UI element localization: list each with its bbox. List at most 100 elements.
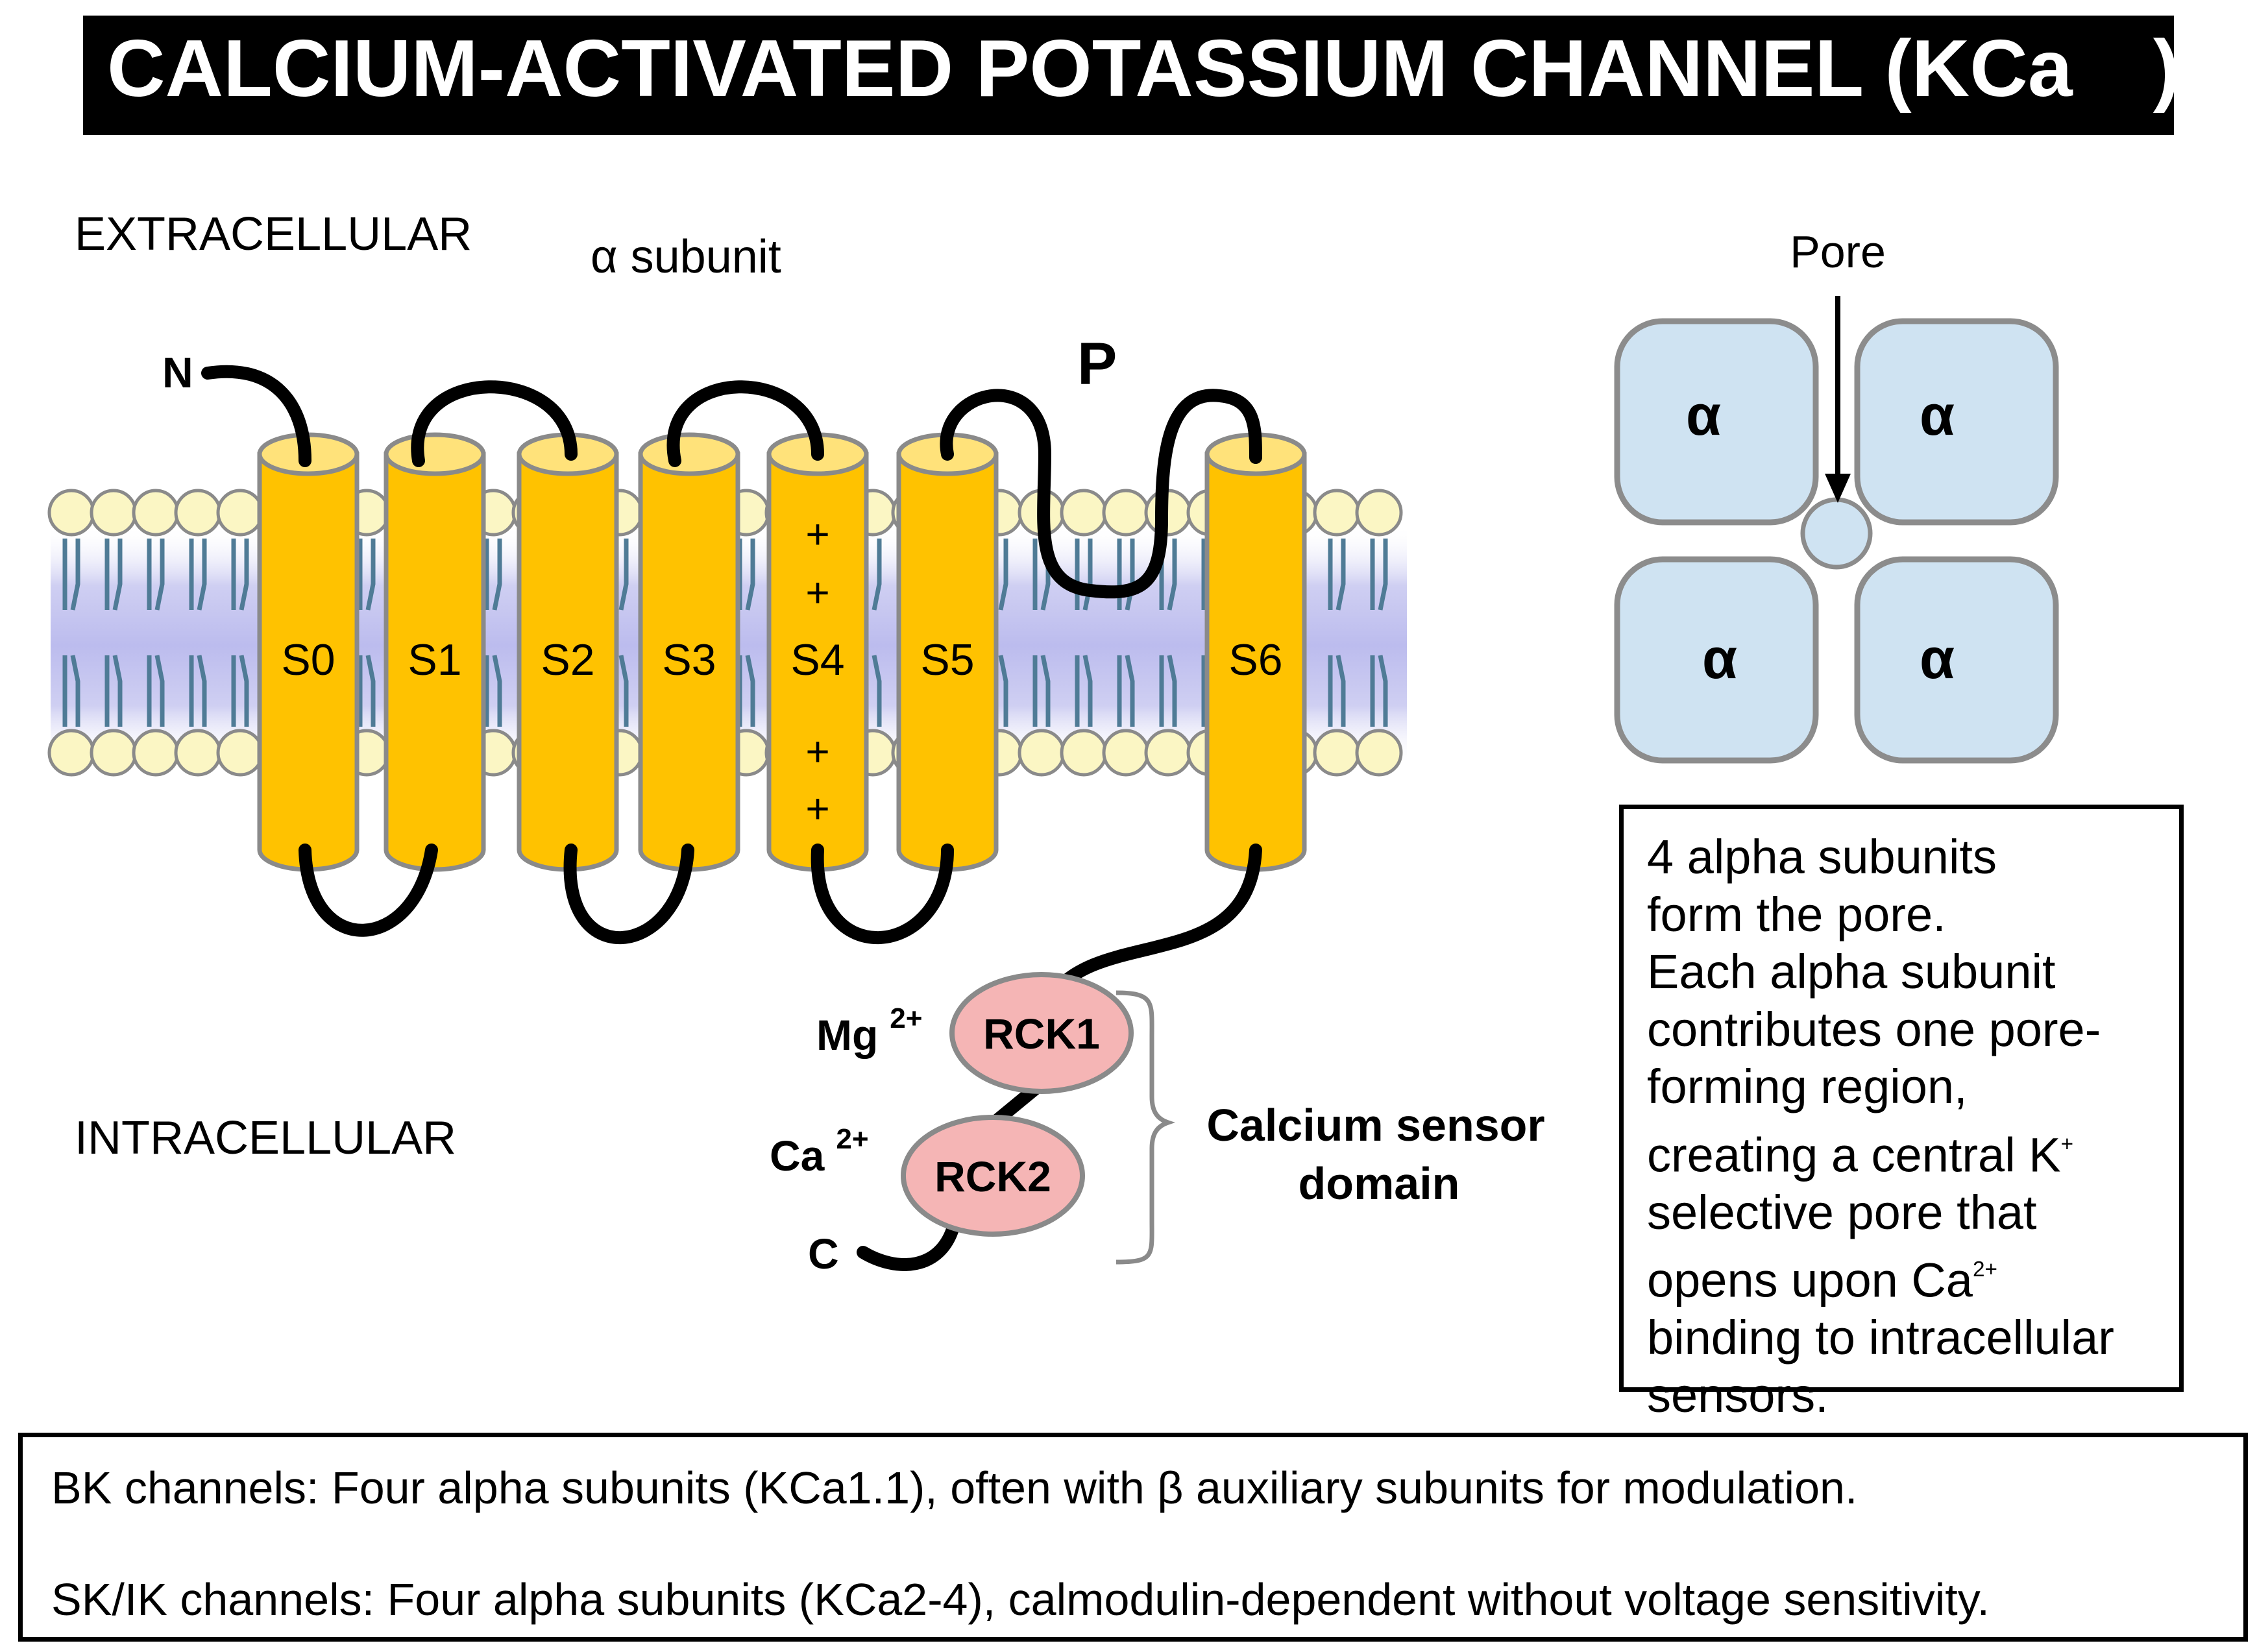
- lipid-tail-lower: [1159, 655, 1177, 727]
- rck2-label: RCK2: [934, 1152, 1051, 1200]
- calcium-sensor-label-line2: domain: [1299, 1158, 1460, 1209]
- lipid-head-lower: [47, 729, 95, 777]
- lipid-tail-lower: [1117, 655, 1135, 727]
- info-line-4: contributes one pore-: [1647, 1002, 2101, 1056]
- lipid-pair: [1313, 489, 1361, 777]
- loop-s3-s4-extracellular: [666, 380, 824, 467]
- lipid-head-upper: [1102, 489, 1150, 537]
- s4-charge: +: [805, 785, 829, 832]
- helix-s6: S6: [1204, 432, 1307, 872]
- mg-ion-charge: 2+: [890, 1002, 922, 1034]
- rck2-domain: RCK2: [901, 1115, 1085, 1237]
- lipid-pair: [1102, 489, 1150, 777]
- alpha-label-bottom-left: α: [1702, 626, 1737, 690]
- info-line-6-text: creating a central K: [1647, 1128, 2061, 1182]
- n-terminus-label: N: [162, 348, 193, 396]
- lipid-head-lower: [1102, 729, 1150, 777]
- lipid-pair: [1355, 489, 1403, 777]
- s4-charge: +: [805, 728, 829, 775]
- lipid-tail-lower: [189, 655, 207, 727]
- helix-s3: S3: [638, 432, 740, 872]
- helix-s2: S2: [517, 432, 619, 872]
- loop-s0-s1-intracellular: [299, 844, 438, 937]
- info-line-5: forming region,: [1647, 1060, 1968, 1113]
- lipid-tail-lower: [1370, 655, 1388, 727]
- lipid-head-lower: [1060, 729, 1108, 777]
- lipid-tail-lower: [104, 655, 123, 727]
- sk-ik-channels-text: SK/IK channels: Four alpha subunits (KCa…: [51, 1574, 1990, 1625]
- calcium-sensor-label-line1: Calcium sensor: [1206, 1100, 1544, 1150]
- mg-ion-symbol: Mg: [816, 1011, 878, 1059]
- lipid-head-upper: [216, 489, 264, 537]
- loop-s2-s3-intracellular: [563, 844, 694, 944]
- p-loop: [940, 389, 1262, 599]
- helix-label: S2: [541, 635, 594, 685]
- ca-superscript: 2+: [1972, 1257, 1997, 1282]
- helix-s5: S5: [896, 432, 999, 872]
- s4-charge: +: [805, 569, 829, 616]
- helix-label: S1: [408, 635, 461, 685]
- loop-s1-s2-extracellular: [411, 380, 578, 467]
- info-line-10: sensors.: [1647, 1368, 1829, 1422]
- calcium-sensor-brace: [1116, 990, 1176, 1265]
- rck1-label: RCK1: [983, 1010, 1100, 1058]
- s6-to-rck1-linker: [1048, 844, 1262, 999]
- mg-ion-label: Mg 2+: [816, 1002, 922, 1059]
- ca-ion-charge: 2+: [836, 1123, 868, 1155]
- lipid-head-lower: [132, 729, 180, 777]
- lipid-pair: [90, 489, 138, 777]
- helix-label: S4: [790, 635, 844, 685]
- alpha-subunit-bottom-right: [1854, 556, 2059, 764]
- info-line-9: binding to intracellular: [1647, 1311, 2114, 1365]
- k-superscript: +: [2060, 1132, 2074, 1156]
- lipid-tail-upper: [147, 539, 165, 611]
- title-bar: [83, 16, 2174, 135]
- info-line-8: opens upon Ca2+: [1647, 1241, 2164, 1309]
- lipid-head-lower: [174, 729, 222, 777]
- alpha-subunit-label: α subunit: [591, 231, 781, 283]
- helix-body: [384, 452, 486, 872]
- rck1-domain: RCK1: [949, 972, 1134, 1094]
- lipid-tail-lower: [358, 655, 376, 727]
- lipid-tail-upper: [62, 539, 80, 611]
- lipid-head-upper: [174, 489, 222, 537]
- helix-label: S5: [920, 635, 974, 685]
- alpha-label-top-left: α: [1686, 383, 1721, 447]
- lipid-tail-lower: [231, 655, 249, 727]
- lipid-head-lower: [1313, 729, 1361, 777]
- lipid-pair: [174, 489, 222, 777]
- alpha-subunit-top-right: [1854, 318, 2059, 526]
- c-terminus-loop: [857, 1219, 960, 1271]
- lipid-head-upper: [1060, 489, 1108, 537]
- helix-top-cap: [384, 432, 486, 476]
- info-box: 4 alpha subunits form the pore. Each alp…: [1619, 805, 2184, 1422]
- helix-top-cap: [638, 432, 740, 476]
- lipid-head-upper: [132, 489, 180, 537]
- lipid-head-upper: [1313, 489, 1361, 537]
- lipid-tail-upper: [189, 539, 207, 611]
- alpha-label-top-right: α: [1920, 383, 1955, 447]
- alpha-tetramer: Pore α α α α: [1614, 226, 2059, 764]
- extracellular-label: EXTRACELLULAR: [75, 208, 472, 260]
- lipid-head-lower: [1355, 729, 1403, 777]
- alpha-subunit-bottom-left: [1614, 556, 1819, 764]
- p-loop-label: P: [1077, 331, 1117, 397]
- lipid-tail-lower: [1075, 655, 1093, 727]
- lipid-pair: [47, 489, 95, 777]
- channel-types-box: BK channels: Four alpha subunits (KCa1.1…: [18, 1433, 2248, 1642]
- helix-label: S0: [281, 635, 335, 685]
- bk-channels-text: BK channels: Four alpha subunits (KCa1.1…: [51, 1463, 1858, 1513]
- info-line-2: form the pore.: [1647, 887, 1946, 941]
- helix-s0: S0: [257, 432, 360, 872]
- intracellular-label: INTRACELLULAR: [75, 1112, 456, 1164]
- info-line-6: creating a central K+: [1647, 1116, 2164, 1184]
- info-line-8-text: opens upon Ca: [1647, 1253, 1973, 1307]
- helix-label: S6: [1228, 635, 1282, 685]
- lipid-head-lower: [1018, 729, 1066, 777]
- lipid-head-lower: [216, 729, 264, 777]
- lipid-tail-upper: [231, 539, 249, 611]
- c-terminus-label: C: [808, 1230, 839, 1278]
- helix-s1: S1: [384, 432, 486, 872]
